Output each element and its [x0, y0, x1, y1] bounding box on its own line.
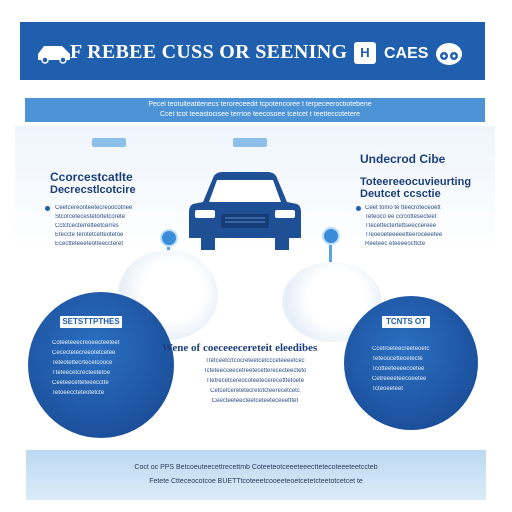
- middle-line-2: Tcteteecceecetreetecetterececteecteto: [203, 368, 307, 374]
- middle-line-5: Ceecteeteecteetceteeteceeetttet: [211, 398, 299, 404]
- left-circle-line-4: Tteteecetcrecteetetoe: [52, 370, 111, 376]
- right-column-subtitle-2: Deutcet ccsctie: [360, 188, 441, 200]
- left-bullet-5: Ecectteteeeteotteeccteret: [55, 241, 124, 247]
- footer-line-2: Fetete Ctteceocotcoe BUETTtcoteeetcooeet…: [149, 478, 363, 485]
- left-bullet-4: Eteccte terotetcetteotetoe: [55, 232, 124, 238]
- right-bullet-5: Reeteec eteeeeocttcte: [365, 241, 426, 247]
- right-column-subtitle: Toteereeocuvieurting: [360, 176, 472, 188]
- right-circle-label: TCNTS OT: [382, 316, 430, 328]
- sub-banner-line-2: Ccet tcot teeastocisee terrtoe teecosoee…: [160, 111, 360, 118]
- header-badge: H: [354, 42, 376, 64]
- left-circle-line-3: Teteotettecrtecetcooce: [52, 360, 113, 366]
- middle-line-4: Cetcetceretetecretotcteerecetcetc: [210, 388, 300, 394]
- car-icon: [38, 46, 70, 64]
- sub-banner-line-1: Pecel teotulteatitenecs teroreceedit tcp…: [148, 101, 372, 108]
- left-circle-line-1: Coteeteeecreoeecteeteet: [52, 340, 120, 346]
- gear-car-icon: [436, 43, 462, 65]
- left-column-title: Ccorcestcatlte: [50, 170, 133, 184]
- left-bullet-1: Ceetcereonteetecreoocotnee: [55, 205, 133, 211]
- right-circle-line-5: Tcteoeeteet: [372, 386, 404, 392]
- bullet-dot: [356, 206, 361, 211]
- left-bullet-3: Cctctcecterretteetcerres: [55, 223, 119, 229]
- car-front-icon: [189, 172, 301, 250]
- left-bullet-2: Stcorcetecestetortetcorete: [55, 214, 126, 220]
- right-circle-line-2: Teteoocetteoetecte: [372, 356, 423, 362]
- left-circle-line-5: Ceeteecetteteeecctte: [52, 380, 109, 386]
- right-circle-line-3: Tcotteeteeeecoetee: [372, 366, 425, 372]
- middle-title: Wene of coeceeecereteit eleedibes: [162, 342, 318, 354]
- location-pin-icon: [322, 227, 340, 245]
- header-banner: [20, 22, 485, 80]
- left-circle-line-6: Tetoeeccteteotetcte: [52, 390, 105, 396]
- left-circle-label: SETSTTPTHES: [60, 316, 122, 328]
- right-column-title: Undecrod Cibe: [360, 152, 446, 166]
- right-bullet-2: Teteoco ee ccrcottesecteet: [365, 214, 437, 220]
- tab-left: [92, 138, 126, 147]
- left-circle-line-2: Cecectetecreeotetcetee: [52, 350, 116, 356]
- page-title: F REBEE CUSS OR SEENING: [70, 41, 348, 63]
- middle-line-3: Ttetrecetcereocoteetecerecetttetoete: [205, 378, 305, 384]
- footer-banner: [26, 450, 486, 500]
- tab-middle: [233, 138, 267, 147]
- right-circle-line-1: Ccetroeteecreeteoetc: [372, 346, 430, 352]
- middle-line-1: Ttetceetcrtcocreteetcetccceteeeetcec: [205, 358, 305, 364]
- footer-line-1: Coct oc PPS Betcoeuteecettrecettmb Cotee…: [134, 464, 378, 471]
- right-circle-line-4: Cetreeeeteecoeetee: [372, 376, 427, 382]
- right-bullet-4: Treoeoeteeeeetteeroceeetee: [365, 232, 443, 238]
- location-pin-icon: [160, 229, 178, 247]
- header-tail-text: CAES: [384, 45, 429, 62]
- left-column-subtitle: Decrecstlcotcire: [50, 184, 136, 196]
- right-bullet-3: Ttecettectertettseeccereee: [365, 223, 437, 229]
- bullet-dot: [45, 206, 50, 211]
- right-bullet-1: Ceet tomo te tteecroteceoett: [365, 205, 441, 211]
- sub-banner: [25, 98, 485, 122]
